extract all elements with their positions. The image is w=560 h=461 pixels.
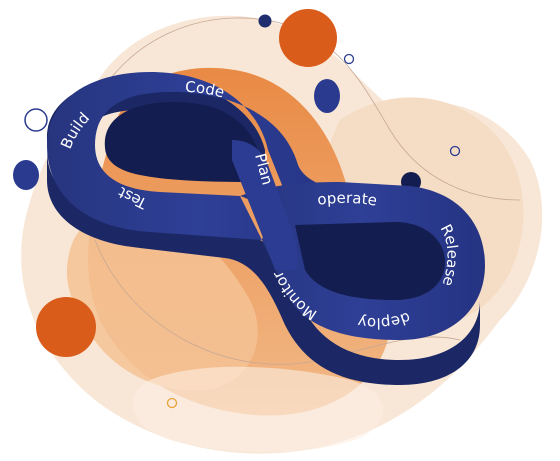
ring-left bbox=[24, 108, 48, 132]
loop-right-hole bbox=[295, 222, 445, 300]
loop-left-top bbox=[47, 72, 350, 240]
label-operate: operate bbox=[316, 189, 378, 210]
infinity-loop bbox=[46, 72, 485, 385]
label-code: Code bbox=[185, 78, 227, 102]
ring-top bbox=[343, 53, 355, 65]
ring-right bbox=[449, 145, 461, 157]
navy-dot-left bbox=[13, 160, 39, 190]
label-deploy: deploy bbox=[356, 308, 412, 332]
navy-dot-small-top bbox=[258, 14, 272, 28]
navy-dot-top-right bbox=[314, 79, 340, 113]
ring-bottom bbox=[166, 397, 178, 409]
label-deploy-text: deploy bbox=[356, 308, 412, 332]
label-code-text: Code bbox=[185, 78, 227, 102]
orange-circle-left bbox=[36, 297, 96, 357]
loop-outer-bottom-side bbox=[47, 150, 480, 385]
loop-center-ribbon bbox=[232, 140, 299, 270]
label-operate-text: operate bbox=[316, 189, 378, 210]
orange-circle-top bbox=[279, 9, 337, 67]
loop-left-hole bbox=[104, 102, 263, 182]
cream-overlay-blob bbox=[132, 366, 384, 453]
